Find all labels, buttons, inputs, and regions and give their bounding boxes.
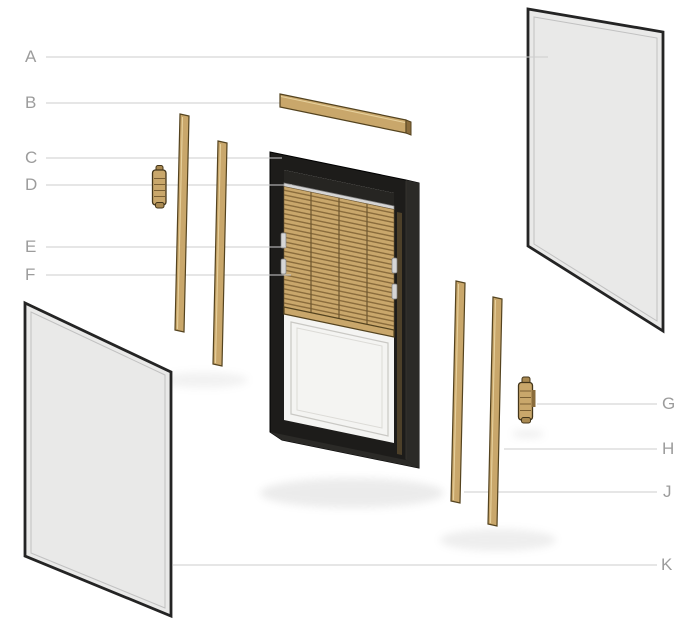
- right-side-channel: [397, 212, 402, 455]
- glass-panel-k-inner-edge: [30, 311, 166, 609]
- blind-bottom-rail: [283, 306, 395, 338]
- tilt-control-left-body: [151, 169, 167, 206]
- glass-panel-a: [526, 7, 665, 334]
- side-control-latch: [391, 283, 398, 300]
- spacer-slat-left-1-highlight: [176, 116, 184, 330]
- part-label-d: D: [25, 175, 38, 194]
- part-label-h: H: [662, 439, 675, 458]
- sash-step-line-outer: [290, 321, 389, 437]
- tilt-control-right-clip: [531, 390, 536, 407]
- part-label-j: J: [663, 482, 672, 501]
- shadow-under-tilt-control: [512, 429, 544, 439]
- side-control-latch: [280, 258, 287, 275]
- spacer-slat-right-j-highlight: [452, 283, 460, 501]
- blinds-head-rail: [284, 170, 394, 206]
- shadow-under-left-slats: [160, 372, 248, 388]
- part-label-a: A: [25, 47, 37, 66]
- part-label-g: G: [662, 394, 676, 413]
- frame-bottom-depth-face: [270, 432, 419, 468]
- top-rail-b-highlight: [280, 95, 406, 124]
- part-label-k: K: [661, 555, 673, 574]
- glass-panel-a-face: [526, 7, 665, 334]
- tilt-control-left-tip: [155, 202, 165, 209]
- spacer-slat-right-h: [487, 296, 503, 527]
- tilt-control-right-body: [517, 381, 534, 421]
- spacer-slat-right-h-highlight: [489, 299, 497, 524]
- part-label-e: E: [25, 237, 37, 256]
- spacer-slat-left-2-highlight: [214, 143, 222, 364]
- spacer-slat-left-2: [212, 140, 228, 367]
- window-frame-assembly: [269, 151, 420, 469]
- top-rail-b: [279, 93, 412, 136]
- frame-right-depth-face: [406, 180, 419, 468]
- shadow-under-right-slats: [440, 529, 556, 551]
- shadow-under-frame: [260, 478, 444, 508]
- tilt-control-right-tip: [521, 417, 531, 424]
- sash-step-line-inner: [296, 327, 383, 429]
- part-label-c: C: [25, 148, 38, 167]
- glass-panel-k-face: [23, 300, 173, 619]
- side-control-latch: [391, 257, 398, 274]
- top-rail-b-end-cap: [405, 119, 412, 136]
- tilt-control-right-g: [517, 376, 536, 424]
- tilt-control-left: [151, 165, 167, 209]
- part-label-b: B: [25, 93, 37, 112]
- glass-panel-a-inner-edge: [533, 16, 658, 322]
- spacer-slat-right-j: [450, 280, 466, 504]
- glass-panel-k: [23, 300, 173, 619]
- spacer-slat-left-1: [174, 113, 190, 333]
- part-label-f: F: [25, 265, 36, 284]
- side-control-latch: [280, 232, 287, 249]
